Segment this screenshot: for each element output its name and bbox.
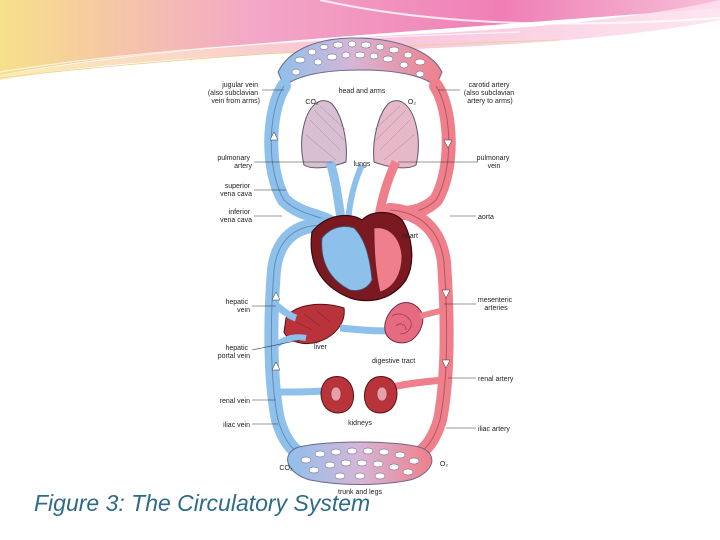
heart-label: heart [402, 233, 418, 240]
o2-bottom-label: O₂ [440, 461, 448, 468]
trunk-and-legs-label: trunk and legs [338, 489, 382, 496]
renal-vein-label: renal vein [220, 398, 250, 405]
liver-label: liver [314, 344, 328, 351]
o2-top-label: O₂ [408, 99, 416, 106]
digestive-tract-label: digestive tract [372, 358, 415, 365]
pulmonary-artery-label: pulmonary artery [217, 155, 252, 170]
co2-top-label: CO₂ [305, 99, 319, 106]
leader-lines [251, 89, 478, 429]
kidneys-label: kidneys [348, 420, 372, 427]
trunk-capillary-holes [300, 447, 420, 480]
flow-arrows [269, 131, 453, 371]
heart-left-side [373, 227, 403, 293]
circulatory-diagram: jugular vein (also subclavian vein from … [208, 37, 516, 496]
head-capillary-holes [291, 40, 426, 78]
head-capillary-bed [277, 37, 443, 87]
pulmonary-vein-label: pulmonary vein [477, 155, 512, 170]
inferior-vena-cava-label: inferior vena cava [220, 209, 252, 224]
figure-caption: Figure 3: The Circulatory System [34, 490, 371, 516]
superior-vena-cava-label: superior vena cava [220, 183, 252, 198]
mesenteric-vessel [419, 307, 445, 319]
aorta-label: aorta [478, 214, 494, 221]
jugular-vein-label: jugular vein (also subclavian vein from … [208, 82, 260, 105]
digestive-tract [384, 302, 424, 344]
co2-bottom-label: CO₂ [279, 465, 293, 472]
hepatic-vein-label: hepatic vein [225, 299, 250, 314]
renal-artery-label: renal artery [478, 376, 514, 383]
mesenteric-arteries-label: mesenteric arteries [478, 297, 514, 312]
hepatic-portal-vein-label: hepatic portal vein [218, 345, 250, 360]
lungs-label: lungs [354, 161, 371, 168]
head-and-arms-label: head and arms [339, 88, 386, 95]
carotid-artery-label: carotid artery (also subclavian artery t… [464, 82, 516, 105]
iliac-artery-label: iliac artery [478, 426, 510, 433]
iliac-vein-label: iliac vein [223, 422, 250, 429]
heart-right-side [321, 226, 373, 291]
